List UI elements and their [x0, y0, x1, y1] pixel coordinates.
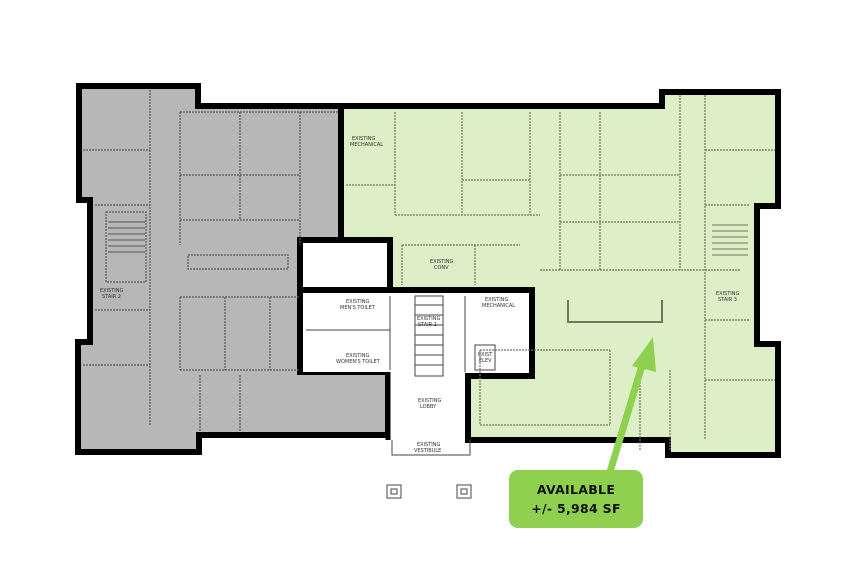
pointer-arrow [606, 337, 656, 474]
svg-text:EXISTING: EXISTING [346, 353, 370, 359]
svg-text:VESTIBULE: VESTIBULE [414, 448, 441, 454]
core-interior [306, 295, 496, 456]
svg-text:MECHANICAL: MECHANICAL [350, 142, 383, 148]
svg-text:LOBBY: LOBBY [420, 404, 437, 410]
interior-walls-west [83, 90, 338, 432]
svg-text:EXISTING: EXISTING [417, 316, 441, 322]
svg-text:WOMEN'S TOILET: WOMEN'S TOILET [336, 359, 381, 365]
svg-text:EXISTING: EXISTING [352, 136, 376, 142]
svg-text:EXISTING: EXISTING [100, 288, 124, 294]
svg-text:EXISTING: EXISTING [430, 259, 454, 265]
svg-text:EXISTING: EXISTING [485, 297, 509, 303]
svg-text:EXISTING: EXISTING [417, 442, 441, 448]
entry-columns [386, 484, 472, 499]
callout-status: AVAILABLE [536, 482, 616, 497]
svg-text:EXIST: EXIST [478, 352, 493, 358]
stair-3 [712, 224, 748, 256]
svg-text:STAIR 1: STAIR 1 [418, 322, 437, 328]
callout-area: +/- 5,984 SF [531, 501, 621, 516]
svg-text:MECHANICAL: MECHANICAL [482, 303, 515, 309]
svg-text:MEN'S TOILET: MEN'S TOILET [340, 305, 376, 311]
svg-text:EXISTING: EXISTING [418, 398, 442, 404]
availability-callout: AVAILABLE +/- 5,984 SF [509, 470, 643, 528]
svg-text:STAIR 3: STAIR 3 [718, 297, 737, 303]
svg-text:CONV: CONV [434, 265, 449, 271]
svg-text:EXISTING: EXISTING [716, 291, 740, 297]
svg-text:EXISTING: EXISTING [346, 299, 370, 305]
svg-text:ELEV: ELEV [479, 358, 492, 364]
stair-2 [108, 221, 145, 253]
interior-walls-east [346, 95, 775, 450]
svg-text:STAIR 2: STAIR 2 [102, 294, 121, 300]
